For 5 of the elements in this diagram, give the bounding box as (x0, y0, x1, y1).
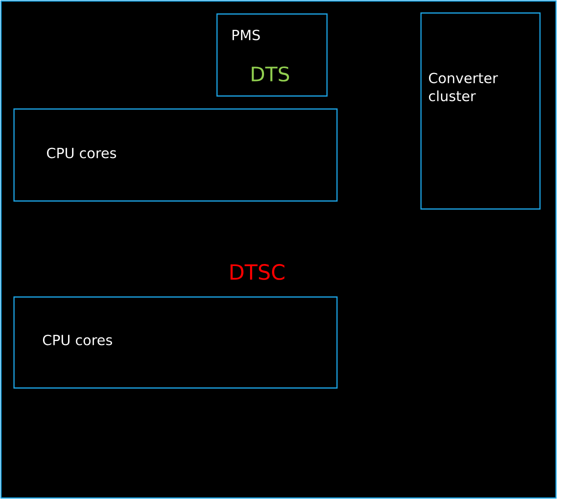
block-box: CPU cores (13, 108, 338, 202)
block-box: Converter cluster (420, 12, 541, 210)
block-box: CPU cores (13, 296, 338, 389)
frame-box (0, 0, 557, 499)
block-box: PMS DTS (216, 13, 328, 97)
